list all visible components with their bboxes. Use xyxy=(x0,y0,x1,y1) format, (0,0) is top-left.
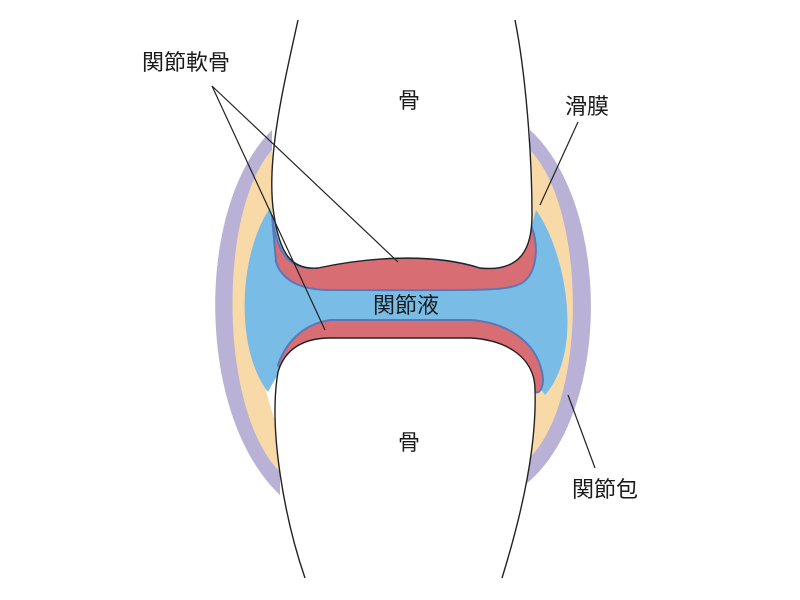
leader-line-cartilage-lower xyxy=(211,85,326,331)
synovial-fluid-region xyxy=(244,208,568,395)
leader-line-synovium xyxy=(539,121,579,206)
bone-upper xyxy=(271,19,533,270)
label-bone-upper: 骨 xyxy=(398,89,420,114)
leader-line-capsule xyxy=(567,394,596,469)
leader-lines xyxy=(211,85,596,469)
bone-lower xyxy=(274,337,536,579)
label-articular-cartilage: 関節軟骨 xyxy=(142,51,230,76)
label-joint-capsule: 関節包 xyxy=(572,478,638,503)
joint-capsule xyxy=(215,130,591,495)
leader-line-cartilage-upper xyxy=(211,85,399,263)
joint-capsule-right xyxy=(525,130,591,485)
label-synovial-fluid: 関節液 xyxy=(373,294,439,319)
label-synovial-membrane: 滑膜 xyxy=(565,95,609,120)
joint-capsule-left xyxy=(215,130,280,495)
label-bone-lower: 骨 xyxy=(398,431,420,456)
